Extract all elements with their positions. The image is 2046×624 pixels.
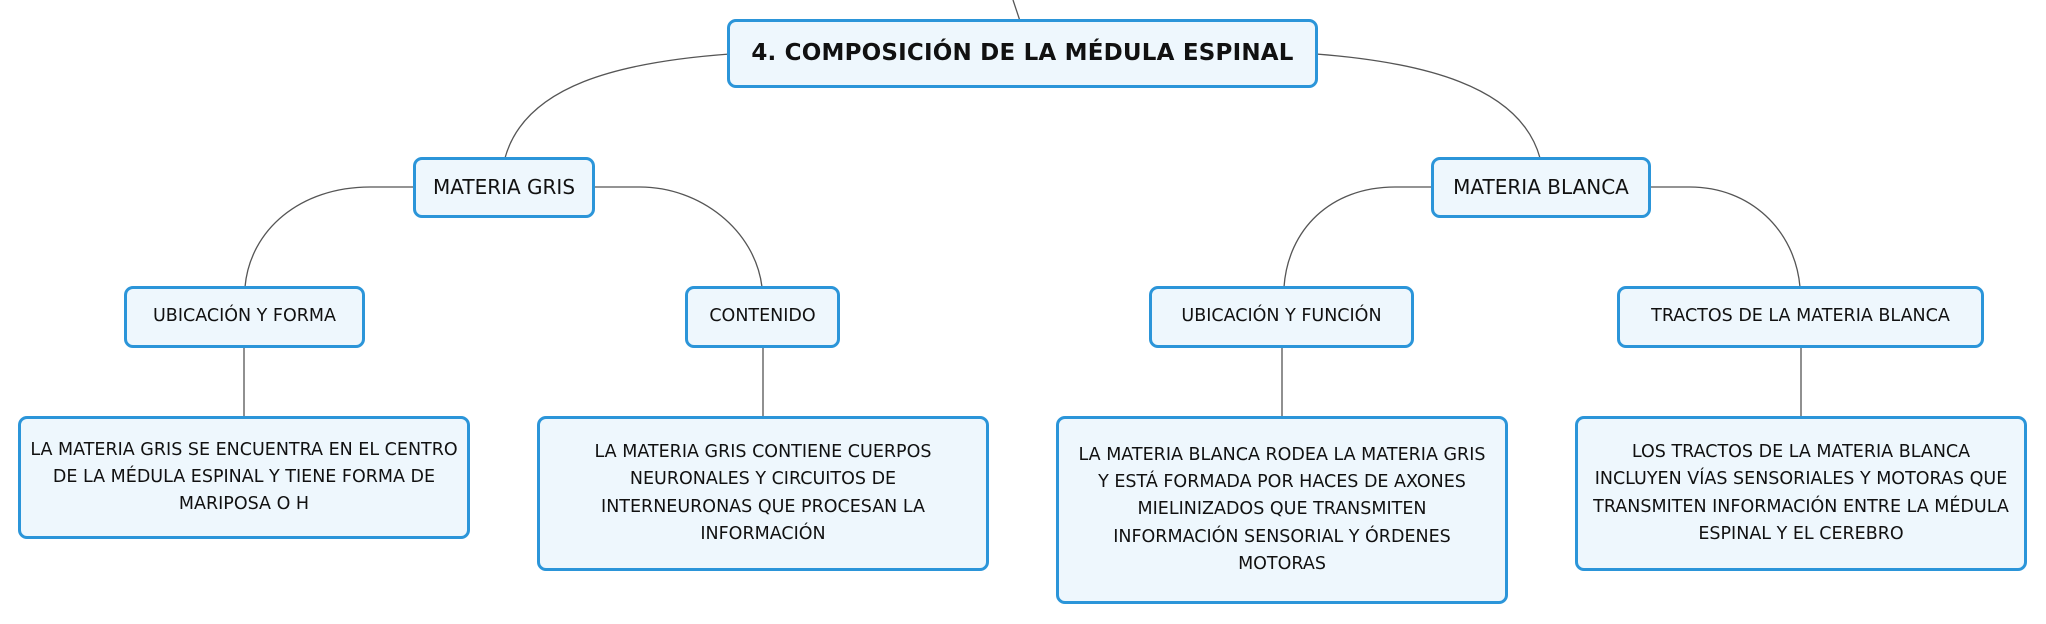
branch-node-materia-gris[interactable]: MATERIA GRIS xyxy=(413,157,595,218)
topic-node-ubicacion-forma[interactable]: UBICACIÓN Y FORMA xyxy=(124,286,365,348)
detail-node-text: LA MATERIA BLANCA RODEA LA MATERIA GRIS … xyxy=(1078,445,1486,574)
branch-node-label: MATERIA GRIS xyxy=(432,175,576,199)
connector-root-to-materia-blanca xyxy=(1315,53,1541,159)
connector-materia-gris-to-contenido xyxy=(594,186,763,288)
branch-node-label: MATERIA BLANCA xyxy=(1453,175,1629,199)
detail-node-ubicacion-forma[interactable]: LA MATERIA GRIS SE ENCUENTRA EN EL CENTR… xyxy=(18,416,470,539)
connector-materia-blanca-to-ubicacion-funcion xyxy=(1283,186,1432,288)
detail-node-tractos[interactable]: LOS TRACTOS DE LA MATERIA BLANCA INCLUYE… xyxy=(1575,416,2027,571)
detail-node-ubicacion-funcion[interactable]: LA MATERIA BLANCA RODEA LA MATERIA GRIS … xyxy=(1056,416,1508,604)
detail-node-text: LA MATERIA GRIS SE ENCUENTRA EN EL CENTR… xyxy=(30,439,458,515)
detail-node-text: LOS TRACTOS DE LA MATERIA BLANCA INCLUYE… xyxy=(1593,442,2009,544)
topic-node-label: TRACTOS DE LA MATERIA BLANCA xyxy=(1651,306,1950,327)
root-node[interactable]: 4. COMPOSICIÓN DE LA MÉDULA ESPINAL xyxy=(727,19,1318,88)
detail-node-text: LA MATERIA GRIS CONTIENE CUERPOS NEURONA… xyxy=(594,442,932,544)
topic-node-label: UBICACIÓN Y FUNCIÓN xyxy=(1181,306,1382,327)
connector-materia-blanca-to-tractos xyxy=(1650,186,1801,288)
topic-node-label: CONTENIDO xyxy=(709,306,816,327)
connector-parent-to-root xyxy=(1012,0,1021,22)
branch-node-materia-blanca[interactable]: MATERIA BLANCA xyxy=(1431,157,1651,218)
topic-node-contenido[interactable]: CONTENIDO xyxy=(685,286,840,348)
connector-root-to-materia-gris xyxy=(504,53,731,159)
topic-node-tractos[interactable]: TRACTOS DE LA MATERIA BLANCA xyxy=(1617,286,1984,348)
topic-node-label: UBICACIÓN Y FORMA xyxy=(153,306,336,327)
topic-node-ubicacion-funcion[interactable]: UBICACIÓN Y FUNCIÓN xyxy=(1149,286,1414,348)
root-node-label: 4. COMPOSICIÓN DE LA MÉDULA ESPINAL xyxy=(751,39,1294,66)
detail-node-contenido[interactable]: LA MATERIA GRIS CONTIENE CUERPOS NEURONA… xyxy=(537,416,989,571)
connector-materia-gris-to-ubicacion-forma xyxy=(244,186,414,288)
